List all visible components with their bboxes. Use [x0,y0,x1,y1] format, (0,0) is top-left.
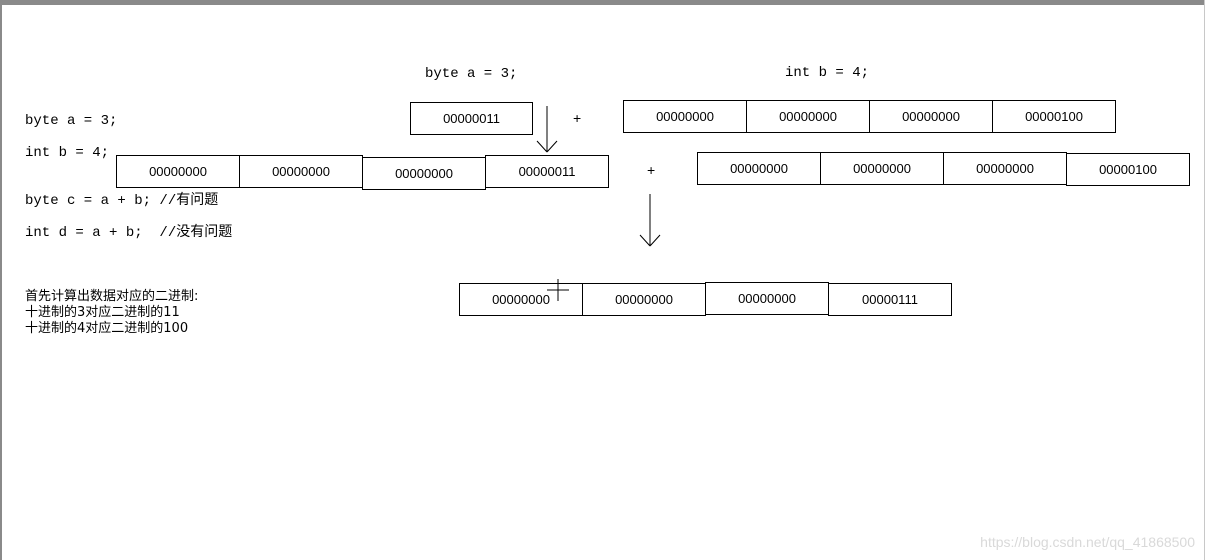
watermark: https://blog.csdn.net/qq_41868500 [980,534,1195,550]
int-b-row2-byte-1: 00000000 [697,152,821,185]
promoted-a-byte-4: 00000011 [485,155,609,188]
result-byte-4: 00000111 [828,283,952,316]
code-line-byte-a: byte a = 3; [25,113,118,129]
result-byte-1: 00000000 [459,283,583,316]
label-int-b: int b = 4; [785,65,870,81]
crosshair-cursor-icon [547,279,569,301]
promoted-a-byte-1: 00000000 [116,155,240,188]
promoted-a-byte-3: 00000000 [362,157,486,190]
int-b-row2-byte-3: 00000000 [943,152,1067,185]
explanation-line-3: 十进制的4对应二进制的100 [25,321,189,336]
arrow-down-icon [536,106,558,153]
code-line-byte-c: byte c = a + b; //有问题 [25,193,219,209]
int-b-byte-2: 00000000 [746,100,870,133]
plus-sign-middle: + [647,162,656,178]
explanation-line-1: 首先计算出数据对应的二进制: [25,289,199,304]
byte-a-box: 00000011 [410,102,533,135]
plus-sign-top: + [573,110,582,126]
window-left-border [0,0,2,560]
int-b-byte-3: 00000000 [869,100,993,133]
result-byte-3: 00000000 [705,282,829,315]
arrow-down-icon [639,194,661,247]
int-b-row2-byte-4: 00000100 [1066,153,1190,186]
int-b-row2-byte-2: 00000000 [820,152,944,185]
label-byte-a: byte a = 3; [425,66,518,82]
result-byte-2: 00000000 [582,283,706,316]
int-b-byte-1: 00000000 [623,100,747,133]
promoted-a-byte-2: 00000000 [239,155,363,188]
code-line-int-b: int b = 4; [25,145,110,161]
code-line-int-d: int d = a + b; //没有问题 [25,225,233,241]
window-top-border [0,0,1205,5]
int-b-byte-4: 00000100 [992,100,1116,133]
explanation-line-2: 十进制的3对应二进制的11 [25,305,180,320]
